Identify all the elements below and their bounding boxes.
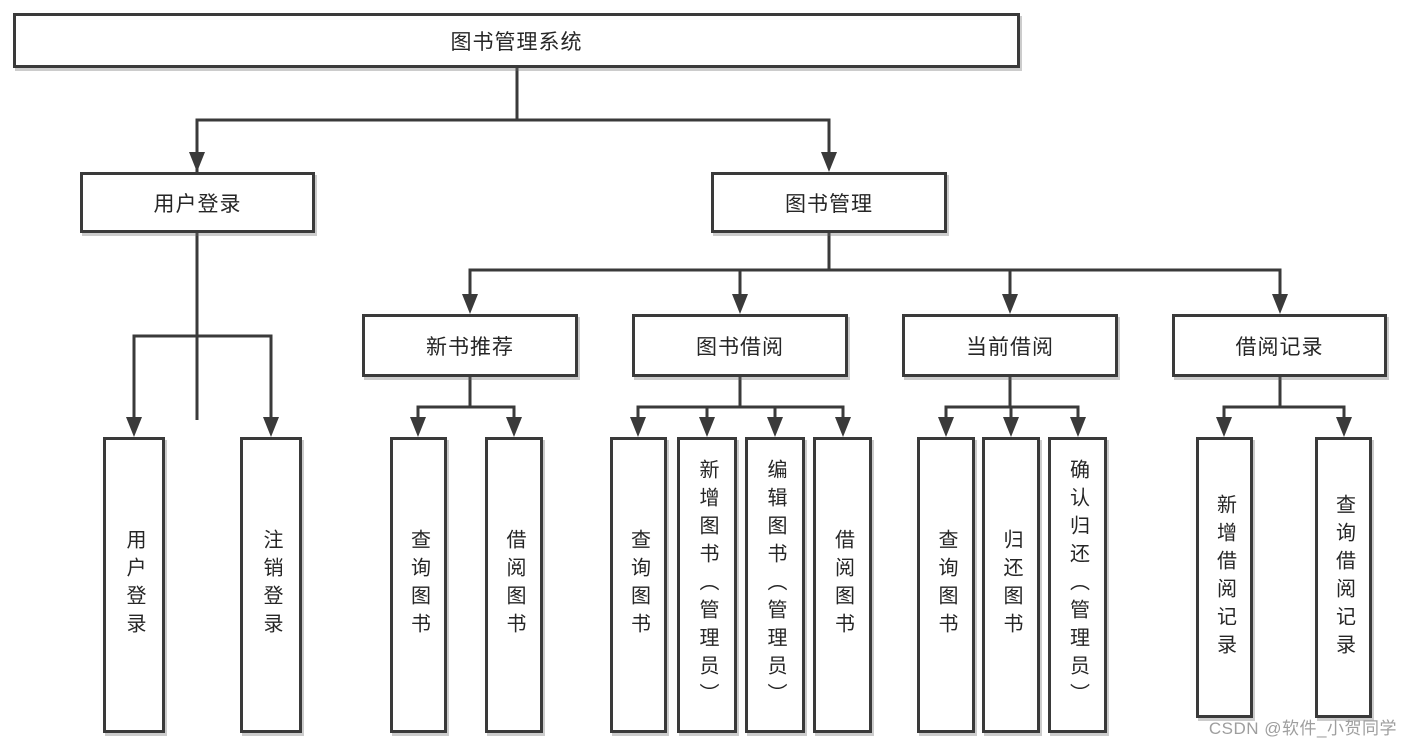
node-label: 图书管理系统 (450, 30, 583, 54)
leaf-borrow-book: 借阅图书 (813, 437, 872, 733)
leaf-logout: 注销登录 (240, 437, 302, 733)
node-book-borrow: 图书借阅 (632, 314, 848, 377)
leaf-edit-book-admin: 编辑图书（管理员） (745, 437, 805, 733)
node-label: 用户登录 (153, 192, 242, 216)
node-current-borrow: 当前借阅 (902, 314, 1118, 377)
leaf-query-book-borrow: 查询图书 (610, 437, 667, 733)
leaf-user-login: 用户登录 (103, 437, 165, 733)
node-label: 用户登录 (123, 529, 145, 641)
connector-current-to-leaves (944, 377, 1080, 421)
node-label: 图书管理 (785, 192, 873, 216)
node-label: 图书借阅 (696, 335, 784, 359)
connector-mgmt-to-level3 (468, 233, 1282, 298)
leaf-add-borrow-record: 新增借阅记录 (1196, 437, 1253, 718)
node-new-book-recommend: 新书推荐 (362, 314, 578, 377)
node-borrow-record: 借阅记录 (1172, 314, 1387, 377)
node-label: 新增图书（管理员） (696, 459, 718, 711)
node-label: 注销登录 (260, 529, 282, 641)
node-label: 查询图书 (935, 529, 957, 641)
watermark: CSDN @软件_小贺同学 (1208, 719, 1397, 738)
node-label: 借阅图书 (831, 529, 854, 641)
connector-borrow-to-leaves (636, 377, 845, 421)
node-user-login: 用户登录 (80, 172, 315, 233)
node-label: 归还图书 (1000, 529, 1022, 641)
leaf-add-book-admin: 新增图书（管理员） (677, 437, 737, 733)
node-label: 查询图书 (627, 529, 650, 641)
leaf-query-book-recommend: 查询图书 (390, 437, 447, 733)
node-label: 借阅记录 (1235, 335, 1324, 359)
leaf-return-book: 归还图书 (982, 437, 1040, 733)
node-label: 当前借阅 (966, 335, 1054, 359)
leaf-query-borrow-record: 查询借阅记录 (1315, 437, 1372, 718)
node-label: 确认归还（管理员） (1066, 459, 1089, 711)
leaf-confirm-return-admin: 确认归还（管理员） (1048, 437, 1107, 733)
connector-login-to-leaves (132, 233, 273, 421)
leaf-query-book-current: 查询图书 (917, 437, 975, 733)
node-label: 新增借阅记录 (1213, 493, 1236, 662)
connector-newbook-to-leaves (416, 377, 516, 421)
node-label: 编辑图书（管理员） (764, 459, 786, 711)
node-library-management-system: 图书管理系统 (13, 13, 1020, 68)
node-label: 新书推荐 (426, 335, 514, 359)
connector-record-to-leaves (1222, 377, 1346, 421)
node-book-management: 图书管理 (711, 172, 947, 233)
node-label: 查询借阅记录 (1332, 493, 1355, 662)
leaf-borrow-book-recommend: 借阅图书 (485, 437, 543, 733)
node-label: 查询图书 (407, 529, 430, 641)
node-label: 借阅图书 (503, 529, 525, 641)
